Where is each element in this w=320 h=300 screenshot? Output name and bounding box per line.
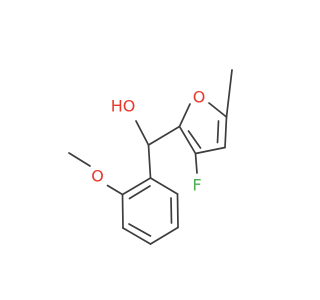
bond-b3-b4: [149, 226, 179, 245]
fluorine-label: F: [192, 176, 201, 195]
structure-diagram: O HO F O: [68, 69, 233, 245]
hydroxyl-label: HO: [111, 97, 136, 116]
bond-c3-f: [194, 152, 198, 174]
bond-o1-c2: [178, 103, 191, 128]
bond-c2-ch: [147, 125, 181, 146]
bond-b2-b3-inner: [170, 197, 173, 224]
bond-c2-c3-inner: [187, 130, 202, 149]
molecule-canvas: O HO F O: [68, 69, 233, 245]
bond-c4-c5-inner: [216, 120, 220, 144]
furan-oxygen-label: O: [193, 88, 206, 107]
bond-c5-methyl: [225, 69, 233, 118]
bond-c5-o1: [208, 102, 228, 118]
bond-b5-b6: [121, 193, 124, 229]
bond-b6-b1-inner: [128, 185, 151, 200]
bond-b6-b1: [121, 177, 152, 196]
bond-b4-b5: [122, 227, 152, 245]
bond-ch-oh: [135, 120, 150, 146]
bond-ome-methyl: [68, 152, 91, 167]
bond-b2-b3: [176, 193, 179, 229]
bond-b1-b2: [149, 177, 179, 195]
methoxy-oxygen-label: O: [91, 167, 104, 186]
bond-b6-ome: [106, 184, 124, 196]
bond-b4-b5-inner: [128, 223, 152, 237]
bond-ch-aryl: [147, 144, 152, 179]
bond-c4-c5: [224, 116, 228, 149]
bond-c2-c3: [178, 125, 197, 155]
bond-c3-c4: [194, 146, 226, 155]
